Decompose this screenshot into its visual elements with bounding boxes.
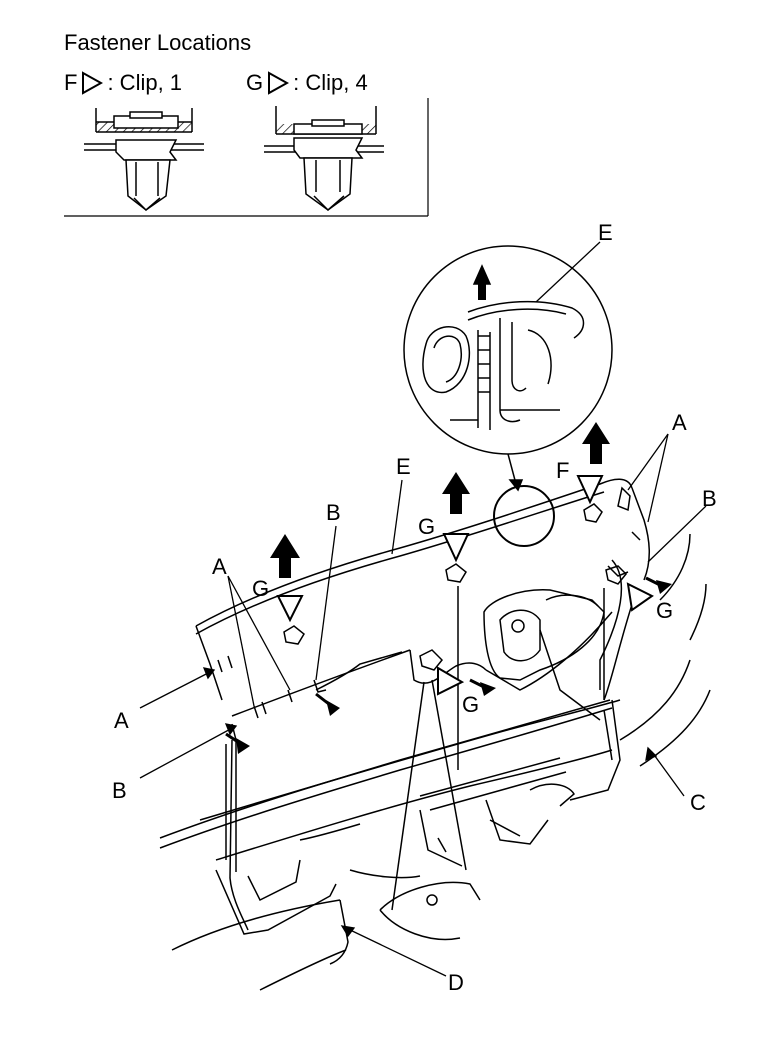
- clip-f-detail: [84, 108, 204, 212]
- callout-a-right: A: [672, 410, 687, 435]
- callout-leaders: [139, 241, 707, 977]
- up-arrow-icon: [442, 472, 470, 514]
- legend-f-desc: : Clip, 1: [107, 70, 183, 95]
- legend-g-letter: G: [246, 70, 264, 95]
- detail-leader: [493, 453, 555, 547]
- pull-arrows: [225, 576, 672, 754]
- callout-e-panel: E: [396, 454, 411, 479]
- triangle-marker-icon: [276, 595, 304, 623]
- callout-f: F: [556, 458, 569, 483]
- callout-b-right: B: [702, 486, 717, 511]
- callout-g-lower: G: [462, 692, 479, 717]
- legend-item-g: G : Clip, 4: [246, 70, 368, 96]
- clip-g-detail: [264, 106, 384, 212]
- callout-e-detail: E: [598, 220, 613, 245]
- triangle-markers: [276, 475, 654, 696]
- callout-g-right: G: [656, 598, 673, 623]
- legend-g-desc: : Clip, 4: [293, 70, 368, 95]
- legend-title: Fastener Locations: [64, 30, 252, 55]
- triangle-marker-icon: [626, 582, 654, 612]
- callout-g-left: G: [252, 576, 269, 601]
- triangle-marker-icon: [442, 533, 470, 563]
- legend-box: [64, 98, 429, 217]
- triangle-marker-icon: [576, 475, 604, 505]
- callout-c: C: [690, 790, 706, 815]
- triangle-marker-icon: [82, 71, 104, 95]
- triangle-marker-icon: [437, 666, 465, 696]
- callout-b-center: B: [326, 500, 341, 525]
- magnified-detail: [403, 245, 613, 455]
- up-arrow-icon: [270, 534, 300, 578]
- callout-g-center: G: [418, 514, 435, 539]
- callout-a-upper-left: A: [212, 554, 227, 579]
- console-panel-drawing: [159, 478, 711, 991]
- callout-b-left: B: [112, 778, 127, 803]
- callout-a-left: A: [114, 708, 129, 733]
- up-arrow-icon: [582, 422, 610, 464]
- callout-d: D: [448, 970, 464, 995]
- up-arrows: [270, 422, 610, 578]
- legend-f-letter: F: [64, 70, 78, 95]
- triangle-marker-icon: [268, 71, 290, 95]
- legend-item-f: F : Clip, 1: [64, 70, 182, 96]
